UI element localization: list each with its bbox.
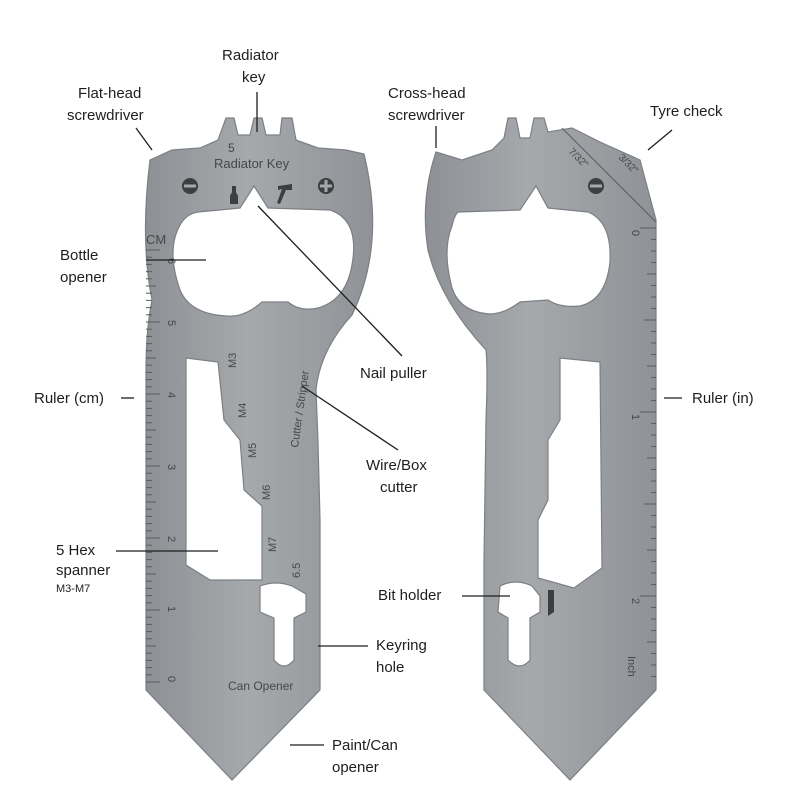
paint-can-label: opener xyxy=(332,759,379,776)
cm-number: 2 xyxy=(165,536,177,542)
radiator-key-label: Radiator xyxy=(222,47,279,64)
left-tool: 5 Radiator Key CM 6 5 4 3 2 1 0 M3 M4 M5… xyxy=(144,117,374,781)
tyre-check-leader xyxy=(647,129,673,151)
hex-size-engraving: M6 xyxy=(261,485,273,500)
bottle-opener-label: opener xyxy=(60,269,107,286)
tyre-check-label: Tyre check xyxy=(650,103,723,120)
radiator-key-label: key xyxy=(242,69,266,86)
keyring-label: hole xyxy=(376,659,404,676)
nail-puller-label: Nail puller xyxy=(360,365,427,382)
leader-lines xyxy=(116,92,682,746)
inch-number: 2 xyxy=(629,598,641,604)
keyring-label: Keyring xyxy=(376,637,427,654)
inch-number: 0 xyxy=(629,230,641,236)
bit-holder-label: Bit holder xyxy=(378,587,441,604)
flat-head-leader xyxy=(135,127,153,151)
inch-ruler-ticks xyxy=(640,227,656,677)
hex-size-engraving: M7 xyxy=(267,537,279,552)
hex-size-engraving: M4 xyxy=(237,403,249,418)
cm-number: 1 xyxy=(165,606,177,612)
cross-head-label: screwdriver xyxy=(388,107,465,124)
bottle-mark-icon xyxy=(230,186,238,204)
ruler-cm-label: Ruler (cm) xyxy=(34,390,104,407)
cm-number: 0 xyxy=(165,676,177,682)
nail-puller-leader xyxy=(257,205,403,357)
right-tool-body xyxy=(424,117,657,781)
hex-spanner-sizes-label: M3-M7 xyxy=(56,583,90,595)
hammer-mark-icon xyxy=(277,184,292,204)
paint-can-label: Paint/Can xyxy=(332,737,398,754)
hex-size-engraving: M3 xyxy=(227,353,239,368)
inch-number: 1 xyxy=(629,414,641,420)
left-tool-body xyxy=(144,117,374,781)
right-tool: 7/32" 3/32" 0 1 2 Inch xyxy=(424,117,657,781)
hex-spanner-label: spanner xyxy=(56,562,110,579)
hex-extra-engraving: 6.5 xyxy=(291,563,303,578)
bottle-opener-label: Bottle xyxy=(60,247,98,264)
wire-box-label: Wire/Box xyxy=(366,457,427,474)
can-opener-engraving: Can Opener xyxy=(228,679,293,693)
wire-box-label: cutter xyxy=(380,479,418,496)
cm-number: 3 xyxy=(165,464,177,470)
cm-number: 4 xyxy=(165,392,177,398)
cm-ruler-ticks xyxy=(146,249,160,683)
bit-mark-icon xyxy=(548,590,554,616)
cross-head-label: Cross-head xyxy=(388,85,466,102)
wire-box-leader xyxy=(301,385,399,451)
flat-head-label: Flat-head xyxy=(78,85,141,102)
callout-labels: Radiator key Flat-head screwdriver Bottl… xyxy=(34,47,754,776)
ruler-in-label: Ruler (in) xyxy=(692,390,754,407)
radiator-key-engraving: Radiator Key xyxy=(214,156,290,171)
cm-unit-engraving: CM xyxy=(146,232,166,247)
inch-unit-engraving: Inch xyxy=(625,656,637,677)
cm-number: 5 xyxy=(165,320,177,326)
flat-head-label: screwdriver xyxy=(67,107,144,124)
hex-size-engraving: M5 xyxy=(247,443,259,458)
cm-number: 6 xyxy=(165,258,177,264)
hex-spanner-label: 5 Hex xyxy=(56,542,96,559)
radiator-size-engraving: 5 xyxy=(228,141,235,155)
